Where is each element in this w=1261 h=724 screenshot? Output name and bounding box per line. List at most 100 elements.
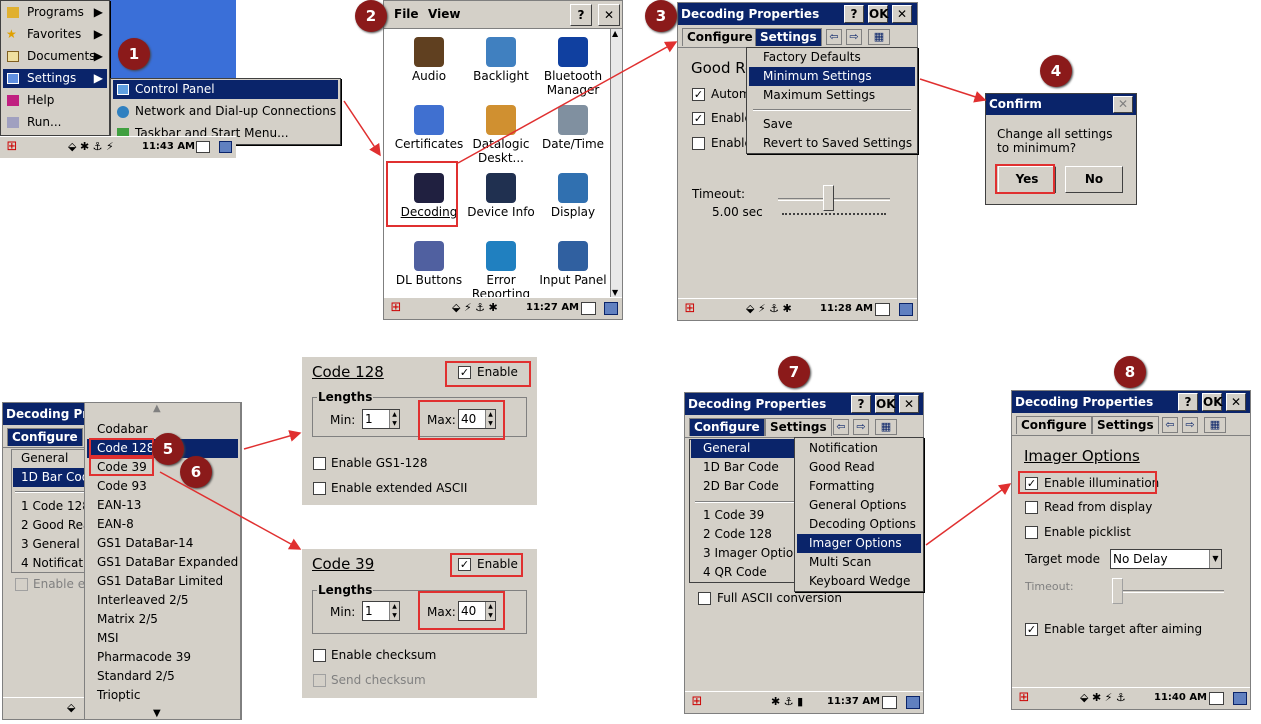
full-ascii-checkbox[interactable] bbox=[698, 592, 711, 605]
menu-code39[interactable]: 1 Code 39 bbox=[703, 508, 765, 522]
menu-save[interactable]: Save bbox=[763, 117, 793, 131]
menu-code128[interactable]: 2 Code 128 bbox=[703, 527, 772, 541]
enable-checkbox[interactable] bbox=[15, 578, 28, 591]
menu-factory-defaults[interactable]: Factory Defaults bbox=[763, 50, 861, 64]
vertical-scrollbar[interactable]: ▲▼ bbox=[610, 29, 622, 297]
start-item-help[interactable]: Help bbox=[3, 91, 107, 110]
general-submenu-item[interactable]: Formatting bbox=[809, 479, 875, 493]
code39-min-stepper[interactable]: 1▲▼ bbox=[362, 601, 400, 621]
symbology-item[interactable]: Standard 2/5 bbox=[97, 669, 175, 683]
tab-configure[interactable]: Configure bbox=[1016, 416, 1092, 434]
keyboard-icon[interactable] bbox=[581, 302, 596, 315]
windows-switch-icon[interactable] bbox=[604, 302, 618, 315]
send-checksum-checkbox[interactable] bbox=[313, 674, 326, 687]
stepper-arrows-icon[interactable]: ▲▼ bbox=[389, 410, 399, 428]
keyboard-icon[interactable]: ▦ bbox=[1204, 417, 1226, 433]
general-submenu-item[interactable]: Multi Scan bbox=[809, 555, 872, 569]
symbology-item[interactable]: Trioptic bbox=[97, 688, 141, 702]
ok-button[interactable]: OK bbox=[875, 395, 896, 413]
cp-item-3[interactable]: Certificates bbox=[394, 137, 464, 151]
symbology-item[interactable]: GS1 DataBar Expanded bbox=[97, 555, 239, 569]
extended-ascii-checkbox[interactable] bbox=[313, 482, 326, 495]
enable-target-checkbox[interactable]: ✓ bbox=[1025, 623, 1038, 636]
code128-min-stepper[interactable]: 1▲▼ bbox=[362, 409, 400, 429]
menu-1d-bar-code[interactable]: 1D Bar Code bbox=[703, 460, 779, 474]
checkbox-3[interactable] bbox=[692, 137, 705, 150]
read-display-checkbox[interactable] bbox=[1025, 501, 1038, 514]
general-submenu-item[interactable]: Good Read bbox=[809, 460, 875, 474]
windows-switch-icon[interactable] bbox=[899, 303, 913, 316]
checkbox-1[interactable]: ✓ bbox=[692, 88, 705, 101]
cp-item-7[interactable]: Device Info bbox=[467, 205, 535, 219]
windows-switch-icon[interactable] bbox=[906, 696, 920, 709]
cp-item-1[interactable]: Backlight bbox=[473, 69, 529, 83]
start-windows-icon[interactable]: ⊞ bbox=[684, 301, 696, 316]
symbology-item[interactable]: MSI bbox=[97, 631, 119, 645]
ok-button[interactable]: OK bbox=[868, 5, 889, 23]
cp-item-9[interactable]: DL Buttons bbox=[395, 273, 463, 287]
scroll-down-icon[interactable]: ▼ bbox=[153, 708, 161, 719]
stepper-arrows-icon[interactable]: ▲▼ bbox=[485, 410, 495, 428]
symbology-item[interactable]: Matrix 2/5 bbox=[97, 612, 158, 626]
keyboard-icon[interactable] bbox=[882, 696, 897, 709]
menu-2d-bar-code[interactable]: 2D Bar Code bbox=[703, 479, 779, 493]
menu-imager-option[interactable]: 3 Imager Option bbox=[703, 546, 801, 560]
code39-max-stepper[interactable]: 40▲▼ bbox=[458, 601, 496, 621]
arrow-right-icon[interactable]: ⇨ bbox=[853, 419, 869, 435]
ok-button[interactable]: OK bbox=[1202, 393, 1223, 411]
arrow-left-icon[interactable]: ⇦ bbox=[826, 29, 842, 45]
tree-good-read[interactable]: 2 Good Rea bbox=[21, 518, 91, 532]
symbology-item[interactable]: Codabar bbox=[97, 422, 148, 436]
arrow-right-icon[interactable]: ⇨ bbox=[1182, 417, 1198, 433]
symbology-item[interactable]: Interleaved 2/5 bbox=[97, 593, 189, 607]
code39-enable-checkbox[interactable]: ✓ bbox=[458, 558, 471, 571]
keyboard-icon[interactable] bbox=[875, 303, 890, 316]
general-submenu-item[interactable]: Notification bbox=[809, 441, 878, 455]
stepper-arrows-icon[interactable]: ▲▼ bbox=[485, 602, 495, 620]
help-button[interactable]: ? bbox=[844, 5, 864, 23]
cp-item-0[interactable]: Audio bbox=[411, 69, 447, 83]
start-item-documents[interactable]: Documents▶ bbox=[3, 47, 107, 66]
submenu-network[interactable]: Network and Dial-up Connections bbox=[113, 102, 338, 121]
arrow-right-icon[interactable]: ⇨ bbox=[846, 29, 862, 45]
symbology-item[interactable]: Code 93 bbox=[97, 479, 147, 493]
scroll-up-icon[interactable]: ▲ bbox=[612, 29, 619, 38]
close-button[interactable]: ✕ bbox=[598, 4, 620, 26]
general-submenu-item[interactable]: Imager Options bbox=[797, 534, 921, 553]
symbology-item[interactable]: EAN-13 bbox=[97, 498, 142, 512]
tree-general[interactable]: General bbox=[21, 451, 69, 465]
windows-switch-icon[interactable] bbox=[1233, 692, 1247, 705]
start-item-run[interactable]: Run... bbox=[3, 113, 107, 132]
menu-file[interactable]: File bbox=[394, 7, 419, 21]
cp-item-8[interactable]: Display bbox=[550, 205, 596, 219]
arrow-left-icon[interactable]: ⇦ bbox=[1162, 417, 1178, 433]
keyboard-icon[interactable]: ▦ bbox=[868, 29, 890, 45]
help-button[interactable]: ? bbox=[1178, 393, 1198, 411]
tree-code128[interactable]: 1 Code 128 bbox=[21, 499, 90, 513]
arrow-left-icon[interactable]: ⇦ bbox=[833, 419, 849, 435]
cp-item-5[interactable]: Date/Time bbox=[541, 137, 605, 151]
start-windows-icon[interactable]: ⊞ bbox=[6, 139, 18, 154]
timeout-slider-thumb[interactable] bbox=[823, 185, 835, 211]
start-item-programs[interactable]: Programs▶ bbox=[3, 3, 107, 22]
cp-item-11[interactable]: Input Panel bbox=[539, 273, 607, 287]
symbology-item[interactable]: Code 39 bbox=[97, 460, 147, 474]
keyboard-icon[interactable]: ▦ bbox=[875, 419, 897, 435]
symbology-item[interactable]: GS1 DataBar Limited bbox=[97, 574, 224, 588]
code128-enable-checkbox[interactable]: ✓ bbox=[458, 366, 471, 379]
symbology-item[interactable]: GS1 DataBar-14 bbox=[97, 536, 194, 550]
menu-revert[interactable]: Revert to Saved Settings bbox=[763, 136, 913, 150]
help-button[interactable]: ? bbox=[851, 395, 871, 413]
timeout-slider-thumb[interactable] bbox=[1112, 578, 1123, 604]
checksum-checkbox[interactable] bbox=[313, 649, 326, 662]
submenu-control-panel[interactable]: Control Panel bbox=[113, 80, 338, 99]
illumination-checkbox[interactable]: ✓ bbox=[1025, 477, 1038, 490]
tab-settings[interactable]: Settings bbox=[1092, 416, 1159, 434]
tab-configure[interactable]: Configure bbox=[689, 418, 765, 436]
tree-1d-bar-code[interactable]: 1D Bar Cod bbox=[13, 468, 89, 487]
menu-general[interactable]: General bbox=[691, 439, 799, 458]
menu-view[interactable]: View bbox=[428, 7, 461, 21]
close-button[interactable]: ✕ bbox=[899, 395, 919, 413]
menu-maximum-settings[interactable]: Maximum Settings bbox=[763, 88, 876, 102]
menu-qr-code[interactable]: 4 QR Code bbox=[703, 565, 767, 579]
